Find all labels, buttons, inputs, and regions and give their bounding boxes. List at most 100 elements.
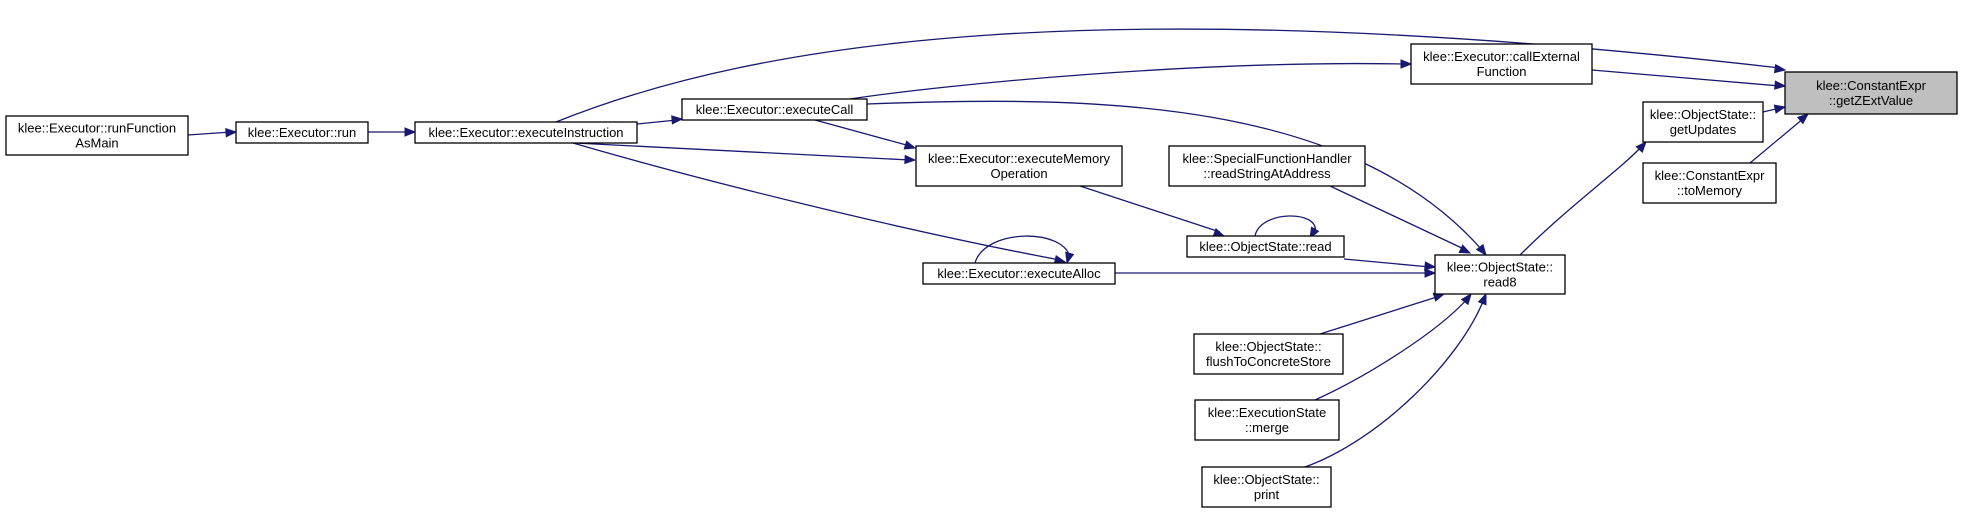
edge-read8-to-getUpdates (1519, 140, 1647, 256)
node-label: klee::SpecialFunctionHandler (1182, 151, 1352, 166)
node-run[interactable]: klee::Executor::run (235, 121, 369, 144)
edge-line (866, 100, 1483, 251)
node-readString[interactable]: klee::SpecialFunctionHandler::readString… (1168, 145, 1366, 187)
node-box (1168, 145, 1366, 187)
node-box (1642, 101, 1764, 143)
edge-getUpdates-to-root (1762, 104, 1787, 114)
node-box (1194, 399, 1340, 441)
edge-arrowhead (1477, 292, 1487, 306)
edge-arrowhead (1475, 243, 1487, 257)
node-label: Function (1477, 64, 1527, 79)
edge-execInstr-to-execCall (636, 115, 684, 125)
edge-line (1304, 298, 1485, 468)
edge-arrowhead (903, 140, 917, 150)
node-label: klee::ConstantExpr (1655, 168, 1766, 183)
node-box (922, 262, 1116, 285)
edge-arrowhead (1460, 292, 1472, 306)
node-merge[interactable]: klee::ExecutionState::merge (1194, 399, 1340, 441)
node-label: klee::Executor::executeAlloc (937, 266, 1101, 281)
node-box (235, 121, 369, 144)
node-label: print (1254, 487, 1280, 502)
edge-line (1254, 215, 1316, 237)
node-box (5, 115, 189, 156)
node-box (1186, 235, 1345, 258)
edge-readString-to-read8 (1329, 185, 1472, 254)
node-label: getUpdates (1670, 122, 1737, 137)
edge-merge-to-read8 (1314, 292, 1472, 401)
edge-line (555, 28, 1781, 123)
edge-line (572, 142, 1061, 261)
edge-arrowhead (1774, 80, 1787, 90)
edges-layer (187, 28, 1810, 468)
node-getUpdates[interactable]: klee::ObjectState::getUpdates (1642, 101, 1764, 143)
nodes-layer: klee::ConstantExpr::getZExtValueklee::Ex… (5, 43, 1958, 508)
node-box (1784, 71, 1958, 115)
node-label: klee::ExecutionState (1208, 405, 1327, 420)
edge-line (574, 142, 911, 161)
edge-arrowhead (1773, 104, 1787, 114)
node-box (1193, 333, 1344, 375)
node-label: klee::ConstantExpr (1816, 78, 1927, 93)
node-label: AsMain (75, 136, 118, 151)
edge-read-to-read (1254, 215, 1320, 240)
node-execCall[interactable]: klee::Executor::executeCall (681, 98, 868, 121)
node-label: ::toMemory (1677, 183, 1743, 198)
edge-execCall-to-execMem (814, 119, 917, 150)
node-label: read8 (1483, 275, 1516, 290)
edge-callExt-to-root (1591, 69, 1787, 90)
edge-line (187, 131, 232, 136)
edge-execAlloc-to-read8 (1115, 268, 1437, 278)
edge-arrowhead (1635, 140, 1647, 153)
node-box (681, 98, 868, 121)
node-label: Operation (990, 166, 1047, 181)
node-label: klee::Executor::executeCall (696, 102, 854, 117)
edge-line (636, 119, 678, 125)
edge-arrowhead (671, 115, 684, 125)
edge-execMem-to-read (1079, 185, 1226, 237)
edge-run-to-execInstr (368, 127, 417, 137)
edge-line (1591, 69, 1781, 87)
node-toMemory[interactable]: klee::ConstantExpr::toMemory (1642, 162, 1777, 204)
edge-arrowhead (1424, 261, 1437, 271)
node-print[interactable]: klee::ObjectState::print (1201, 466, 1332, 508)
node-root[interactable]: klee::ConstantExpr::getZExtValue (1784, 71, 1958, 115)
edge-arrowhead (225, 128, 238, 138)
node-read[interactable]: klee::ObjectState::read (1186, 235, 1345, 258)
edge-execInstr-to-execMem (574, 142, 917, 165)
edge-line (1079, 185, 1221, 233)
edge-line (1319, 295, 1441, 335)
node-label: klee::ObjectState:: (1213, 472, 1319, 487)
edge-arrowhead (1773, 63, 1787, 74)
node-label: ::merge (1245, 420, 1289, 435)
edge-execInstr-to-root (555, 28, 1787, 123)
edge-line (1329, 185, 1467, 251)
edge-arrowhead (1424, 268, 1437, 278)
node-box (1642, 162, 1777, 204)
node-flush[interactable]: klee::ObjectState::flushToConcreteStore (1193, 333, 1344, 375)
node-label: ::getZExtValue (1829, 93, 1913, 108)
node-label: klee::Executor::run (248, 125, 356, 140)
edge-arrowhead (904, 154, 917, 165)
node-label: klee::ObjectState:: (1215, 339, 1321, 354)
node-execAlloc[interactable]: klee::Executor::executeAlloc (922, 262, 1116, 285)
edge-arrowhead (1065, 251, 1075, 265)
node-read8[interactable]: klee::ObjectState::read8 (1434, 254, 1566, 295)
edge-arrowhead (1400, 59, 1413, 69)
node-box (1410, 43, 1593, 85)
edge-read-to-read8 (1343, 258, 1437, 271)
node-label: klee::ObjectState:: (1447, 260, 1553, 275)
node-label: klee::Executor::callExternal (1423, 49, 1580, 64)
edge-arrowhead (1309, 226, 1320, 240)
edge-print-to-read8 (1304, 292, 1487, 468)
node-box (414, 121, 638, 144)
edge-line (1519, 145, 1643, 256)
edge-arrowhead (1458, 244, 1472, 254)
edge-flush-to-read8 (1319, 292, 1446, 335)
edge-execCall-to-read8 (866, 100, 1487, 257)
node-execInstr[interactable]: klee::Executor::executeInstruction (414, 121, 638, 144)
node-label: klee::Executor::executeInstruction (428, 125, 623, 140)
node-box (1201, 466, 1332, 508)
